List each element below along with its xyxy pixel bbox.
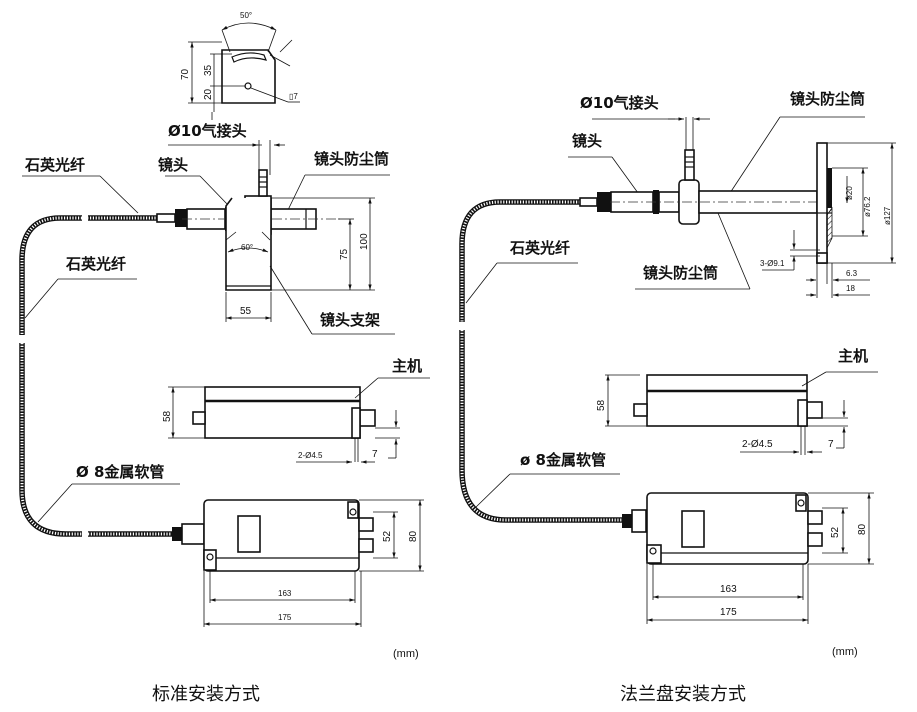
lens-assembly: 60° xyxy=(156,169,340,291)
unit-label-right: (mm) xyxy=(832,646,858,658)
standard-install-panel: 50° 70 35 20 ▯7 Ø10气接头 石英光纤 镜 xyxy=(19,11,430,705)
host-inner-height-52-label-right: 52 xyxy=(830,526,841,538)
quartz-fiber-label-top: 石英光纤 xyxy=(24,156,85,174)
flange-depth-label: 18 xyxy=(846,284,855,293)
fiber-connector-nut xyxy=(175,209,187,227)
metal-hose-label-right: ø 8金属软管 xyxy=(520,451,606,469)
host-top-view-right: 52 80 163 175 xyxy=(622,492,874,624)
flange-bore-label: ø20 xyxy=(845,186,854,200)
angle-50-label: 50° xyxy=(240,11,252,20)
width-55-label: 55 xyxy=(240,306,252,317)
host-outer-width-175-label: 175 xyxy=(278,613,292,622)
height-75-label: 75 xyxy=(339,248,350,260)
host-label: 主机 xyxy=(392,357,422,375)
host-height-58-label-right: 58 xyxy=(596,399,607,411)
lens-bracket xyxy=(225,197,272,291)
host-inner-width-163-label: 163 xyxy=(278,589,292,598)
lens-label: 镜头 xyxy=(158,156,188,174)
host-top-view-left: 52 80 163 175 xyxy=(172,499,424,627)
air-connector-label-right: Ø10气接头 xyxy=(580,94,659,112)
bracket-detail-view: 50° 70 35 20 ▯7 xyxy=(180,11,300,112)
host-inner-height-52-label: 52 xyxy=(382,530,393,542)
height-100-label: 100 xyxy=(359,233,370,250)
metal-hose-right xyxy=(459,330,622,523)
host-holes-label-right: 2-Ø4.5 xyxy=(742,439,773,450)
host-outer-width-175-label-right: 175 xyxy=(720,607,737,618)
lens-label-right: 镜头 xyxy=(572,132,602,150)
air-connector-label: Ø10气接头 xyxy=(168,122,247,140)
angle-arc xyxy=(221,22,277,31)
air-connector-stem-right xyxy=(684,149,695,181)
host-offset-7-label: 7 xyxy=(372,449,378,460)
host-height-58-label: 58 xyxy=(162,410,173,422)
flange-install-panel: Ø10气接头 镜头防尘筒 镜头 xyxy=(459,90,896,705)
flange-pitch-label: ø76.2 xyxy=(863,196,872,217)
host-top-body xyxy=(203,499,360,572)
dust-tube-label: 镜头防尘筒 xyxy=(314,150,389,168)
standard-install-caption: 标准安装方式 xyxy=(152,684,260,705)
metal-hose-upper xyxy=(19,215,82,335)
host-label-right: 主机 xyxy=(838,347,868,365)
host-display-window xyxy=(237,515,261,553)
bracket-slot xyxy=(231,52,268,63)
air-connector-stem xyxy=(258,169,268,197)
flange-lens-assembly: ø76.2 ø20 ø127 3-Ø9.1 6.3 18 xyxy=(459,142,896,322)
unit-label-left: (mm) xyxy=(393,648,419,660)
flange-holes-label: 3-Ø9.1 xyxy=(760,259,785,268)
flange-thickness-label: 6.3 xyxy=(846,269,858,278)
quartz-fiber-label-side: 石英光纤 xyxy=(65,255,126,273)
dust-tube-label-bottom: 镜头防尘筒 xyxy=(643,264,718,282)
quartz-fiber-label-right: 石英光纤 xyxy=(509,239,570,257)
angle-60-label: 60° xyxy=(241,243,253,252)
host-side-body xyxy=(204,386,361,439)
flange-outer-label: ø127 xyxy=(883,206,892,225)
flange-plate xyxy=(816,142,828,264)
height-35-label: 35 xyxy=(203,64,214,76)
host-offset-7-label-right: 7 xyxy=(828,439,834,450)
lens-bracket-label: 镜头支架 xyxy=(320,311,380,329)
height-70-label: 70 xyxy=(180,68,191,80)
host-inner-width-163-label-right: 163 xyxy=(720,584,737,595)
fiber-ferrule xyxy=(156,213,176,223)
metal-hose-lower xyxy=(19,343,82,537)
quartz-fiber-cable-right xyxy=(459,199,580,322)
metal-hose-label: Ø 8金属软管 xyxy=(76,463,164,481)
host-side-view-right: 58 2-Ø4.5 7 xyxy=(596,374,848,455)
flange-install-caption: 法兰盘安装方式 xyxy=(620,684,746,705)
host-outer-height-80-label-right: 80 xyxy=(857,523,868,535)
dust-tube-label-top: 镜头防尘筒 xyxy=(790,90,865,108)
host-side-view-left: 58 2-Ø4.5 7 xyxy=(162,386,400,464)
hole-7-label: ▯7 xyxy=(289,92,298,101)
host-holes-label: 2-Ø4.5 xyxy=(298,451,323,460)
height-20-label: 20 xyxy=(203,88,214,100)
host-outer-height-80-label: 80 xyxy=(408,530,419,542)
bracket-plate xyxy=(221,49,276,104)
